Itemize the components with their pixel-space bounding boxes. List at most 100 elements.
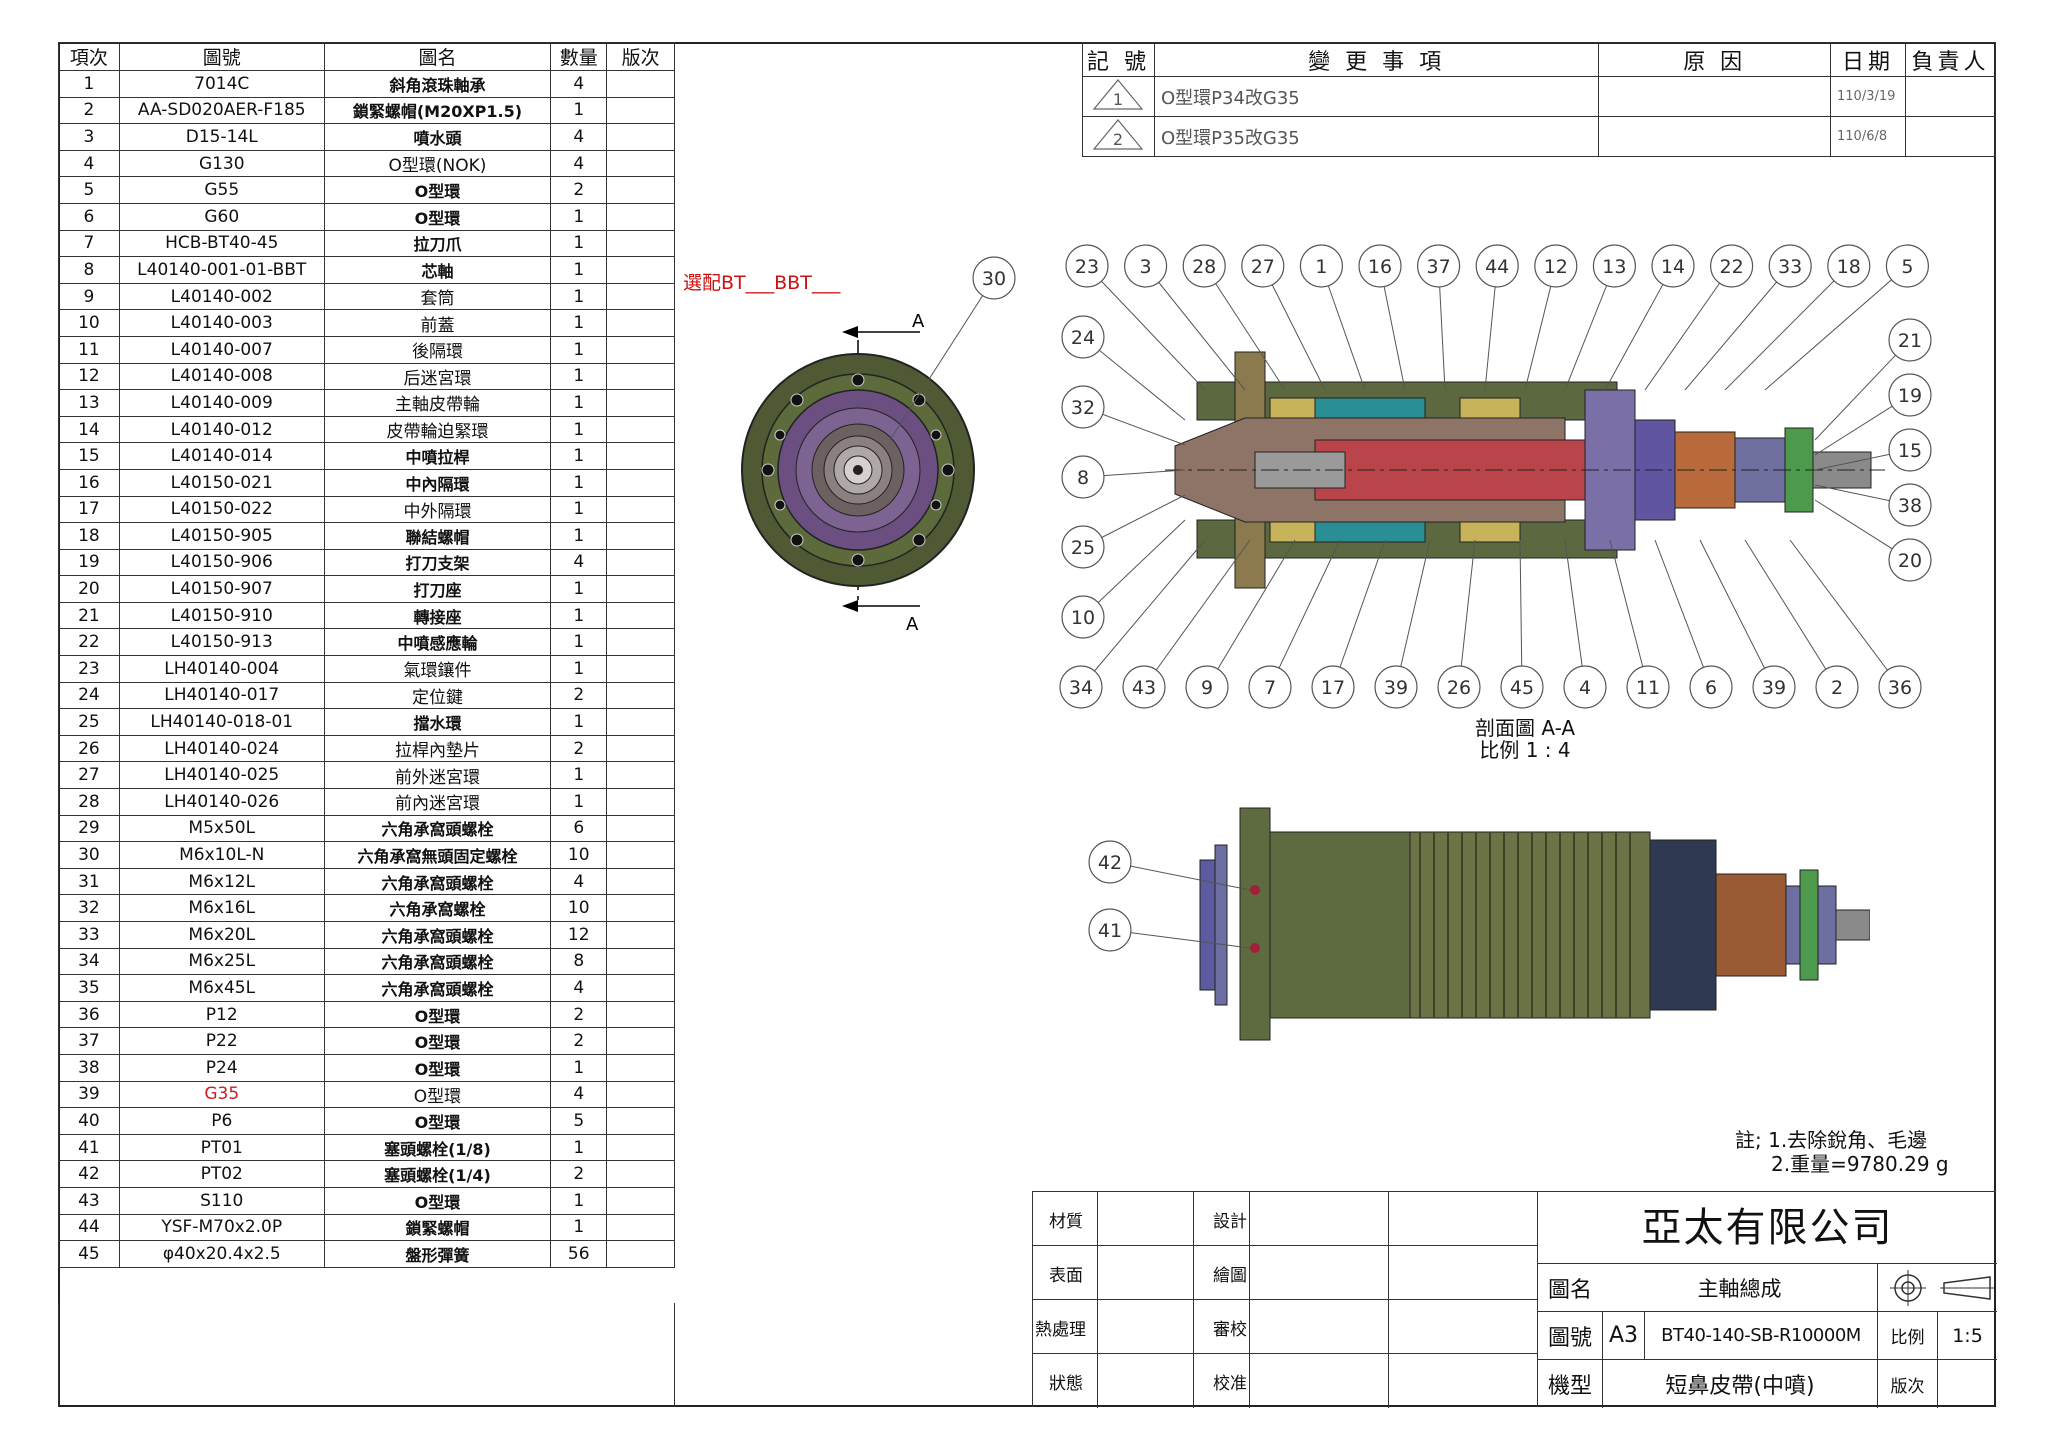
balloon bbox=[1299, 244, 1343, 288]
revision-triangle-icon: 2 bbox=[1093, 119, 1144, 150]
bom-cell-part: G130 bbox=[118, 149, 325, 178]
bom-cell-rev bbox=[606, 1107, 675, 1135]
section-letter-top: A bbox=[912, 311, 925, 332]
bom-cell-part: L40140-003 bbox=[118, 309, 325, 337]
bom-cell-qty: 1 bbox=[550, 96, 608, 125]
bom-cell-rev bbox=[606, 734, 675, 763]
bom-cell-part: M6x20L bbox=[118, 921, 325, 949]
balloon bbox=[1061, 595, 1105, 639]
bom-cell-rev bbox=[606, 362, 675, 391]
bom-cell-qty: 12 bbox=[550, 921, 608, 949]
bom-cell-no: 40 bbox=[58, 1107, 120, 1135]
bom-cell-no: 42 bbox=[58, 1160, 120, 1188]
bom-cell-part: P6 bbox=[118, 1107, 325, 1135]
bom-cell-rev bbox=[606, 415, 675, 444]
bom-cell-rev bbox=[606, 282, 675, 311]
bom-cell-part: G60 bbox=[118, 202, 325, 231]
leader-line bbox=[1564, 539, 1586, 688]
bom-cell-rev bbox=[606, 548, 675, 577]
bom-header-part: 圖號 bbox=[118, 42, 325, 71]
bom-cell-no: 45 bbox=[58, 1240, 120, 1268]
bom-cell-qty: 4 bbox=[550, 548, 608, 577]
balloon bbox=[1241, 244, 1285, 288]
bom-cell-no: 1 bbox=[58, 70, 120, 98]
tb-name-row: 圖名 主軸總成 bbox=[1538, 1264, 1997, 1312]
sheet-size: A3 bbox=[1602, 1312, 1644, 1359]
leader-line bbox=[1320, 265, 1366, 391]
balloon bbox=[1689, 665, 1733, 709]
bom-cell-name: 中噴拉桿 bbox=[323, 442, 552, 470]
bom-cell-name: 中噴感應輪 bbox=[323, 628, 552, 657]
bom-cell-qty: 4 bbox=[550, 123, 608, 151]
bom-cell-part: M6x25L bbox=[118, 947, 325, 976]
balloon-label: 20 bbox=[1898, 550, 1922, 572]
balloon-label: 25 bbox=[1071, 537, 1095, 559]
leader-line bbox=[1564, 265, 1615, 391]
revision-owner bbox=[1904, 116, 1997, 157]
balloon-label: 12 bbox=[1544, 256, 1568, 278]
bom-blank-area bbox=[58, 1303, 675, 1407]
bom-cell-no: 13 bbox=[58, 389, 120, 417]
bom-cell-qty: 1 bbox=[550, 202, 608, 231]
leader-line bbox=[1145, 265, 1246, 391]
bom-cell-qty: 1 bbox=[550, 628, 608, 657]
bom-cell-no: 22 bbox=[58, 628, 120, 657]
bom-cell-rev bbox=[606, 495, 675, 524]
bom-cell-part: LH40140-018-01 bbox=[118, 708, 325, 736]
bom-cell-no: 41 bbox=[58, 1133, 120, 1162]
bom-cell-part: L40140-001-01-BBT bbox=[118, 256, 325, 284]
bom-cell-rev bbox=[606, 96, 675, 125]
balloon-label: 11 bbox=[1636, 677, 1660, 699]
bom-cell-name: 塞頭螺栓(1/8) bbox=[323, 1133, 552, 1162]
heat-treatment-label: 熱處理 bbox=[1035, 1320, 1086, 1340]
revision-table: 記 號 變 更 事 項 原 因 日期 負責人 1 O型環P34改G35 110/… bbox=[1082, 42, 1997, 157]
balloon bbox=[1061, 455, 1105, 499]
balloon bbox=[1500, 665, 1544, 709]
bom-cell-rev bbox=[606, 468, 675, 497]
bom-cell-part: L40150-022 bbox=[118, 495, 325, 524]
bom-cell-qty: 10 bbox=[550, 841, 608, 869]
tb-row bbox=[1033, 1192, 1538, 1246]
balloon bbox=[1182, 244, 1226, 288]
bom-cell-qty: 2 bbox=[550, 1000, 608, 1029]
exterior-view-drawing: 42 41 bbox=[1088, 807, 1870, 1041]
bom-cell-rev bbox=[606, 1027, 675, 1055]
bom-cell-qty: 1 bbox=[550, 1133, 608, 1162]
tb-dwg-row: 圖號 A3 BT40-140-SB-R10000M 比例 1:5 bbox=[1538, 1312, 1997, 1360]
bom-cell-name: 噴水頭 bbox=[323, 123, 552, 151]
rev-header-reason: 原 因 bbox=[1598, 42, 1832, 77]
bom-cell-part: L40140-008 bbox=[118, 362, 325, 391]
balloon-label: 43 bbox=[1132, 677, 1156, 699]
bom-cell-part: S110 bbox=[118, 1186, 325, 1215]
balloon-label: 37 bbox=[1427, 256, 1451, 278]
bom-cell-qty: 1 bbox=[550, 522, 608, 550]
bom-cell-no: 12 bbox=[58, 362, 120, 391]
bom-cell-part: L40140-007 bbox=[118, 335, 325, 364]
bom-cell-qty: 1 bbox=[550, 362, 608, 391]
revision-value bbox=[1937, 1360, 1997, 1408]
bom-cell-rev bbox=[606, 70, 675, 98]
section-scale: 比例 1 : 4 bbox=[1479, 738, 1571, 762]
bom-cell-no: 11 bbox=[58, 335, 120, 364]
bom-cell-rev bbox=[606, 176, 675, 204]
revision-date: 110/3/19 bbox=[1830, 76, 1906, 117]
bom-cell-part: LH40140-024 bbox=[118, 734, 325, 763]
leader-line bbox=[1744, 539, 1838, 688]
bom-cell-no: 35 bbox=[58, 974, 120, 1002]
dwg-label: 圖號 bbox=[1547, 1325, 1592, 1351]
bom-cell-rev bbox=[606, 389, 675, 417]
bom-cell-name: 打刀座 bbox=[323, 575, 552, 603]
bom-cell-qty: 1 bbox=[550, 282, 608, 311]
balloon-label: 14 bbox=[1661, 256, 1685, 278]
bom-cell-part: AA-SD020AER-F185 bbox=[118, 96, 325, 125]
bom-cell-part: L40140-014 bbox=[118, 442, 325, 470]
bom-cell-part: M6x10L-N bbox=[118, 841, 325, 869]
